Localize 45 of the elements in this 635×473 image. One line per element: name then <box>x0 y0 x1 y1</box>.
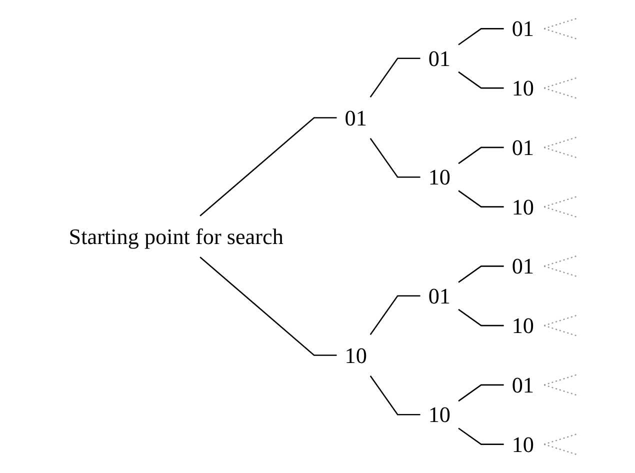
tree-branch-line <box>370 295 420 335</box>
dotted-line <box>544 28 576 40</box>
bit-pattern-label: 01 <box>344 105 367 130</box>
tree-branch-line <box>200 256 337 356</box>
tree-branch-line <box>458 190 504 208</box>
dotted-line <box>544 444 576 455</box>
dotted-line <box>544 146 576 158</box>
dotted-line <box>544 87 576 99</box>
dotted-line <box>544 136 576 148</box>
bit-pattern-label: 10 <box>512 75 534 101</box>
bit-pattern-label: 10 <box>428 402 450 428</box>
dotted-line <box>544 256 576 267</box>
bit-pattern-label: 01 <box>512 254 534 279</box>
dotted-line <box>544 206 576 218</box>
dotted-line <box>544 314 576 326</box>
bit-pattern-label: 10 <box>512 432 534 457</box>
bit-pattern-label: 10 <box>344 342 367 368</box>
tree-branch-line <box>370 58 420 98</box>
dotted-line <box>544 18 576 30</box>
bit-pattern-label: 01 <box>512 372 534 398</box>
dotted-line <box>544 324 576 336</box>
dotted-line <box>544 196 576 208</box>
bit-pattern-label: 10 <box>512 312 534 338</box>
tree-branch-line <box>370 376 420 416</box>
bit-pattern-label: 01 <box>428 283 450 308</box>
tree-branch-line <box>200 117 337 216</box>
dotted-line <box>544 434 576 445</box>
start-label: Starting point for search <box>68 224 284 250</box>
dotted-line <box>544 374 576 386</box>
tree-branch-line <box>458 71 504 89</box>
bit-pattern-label: 01 <box>512 16 534 42</box>
dotted-line <box>544 266 576 277</box>
tree-branch-line <box>458 428 504 445</box>
tree-branch-line <box>458 28 504 46</box>
bit-pattern-label: 01 <box>512 134 534 160</box>
bit-pattern-label: 10 <box>512 194 534 220</box>
bit-pattern-label: 01 <box>428 46 450 71</box>
dotted-line <box>544 384 576 396</box>
tree-branch-line <box>458 384 504 402</box>
tree-branch-line <box>458 146 504 164</box>
tree-branch-line <box>458 308 504 326</box>
bit-pattern-label: 10 <box>428 164 450 190</box>
dotted-line <box>544 77 576 89</box>
tree-branch-line <box>458 266 504 283</box>
tree-branch-line <box>370 138 420 178</box>
